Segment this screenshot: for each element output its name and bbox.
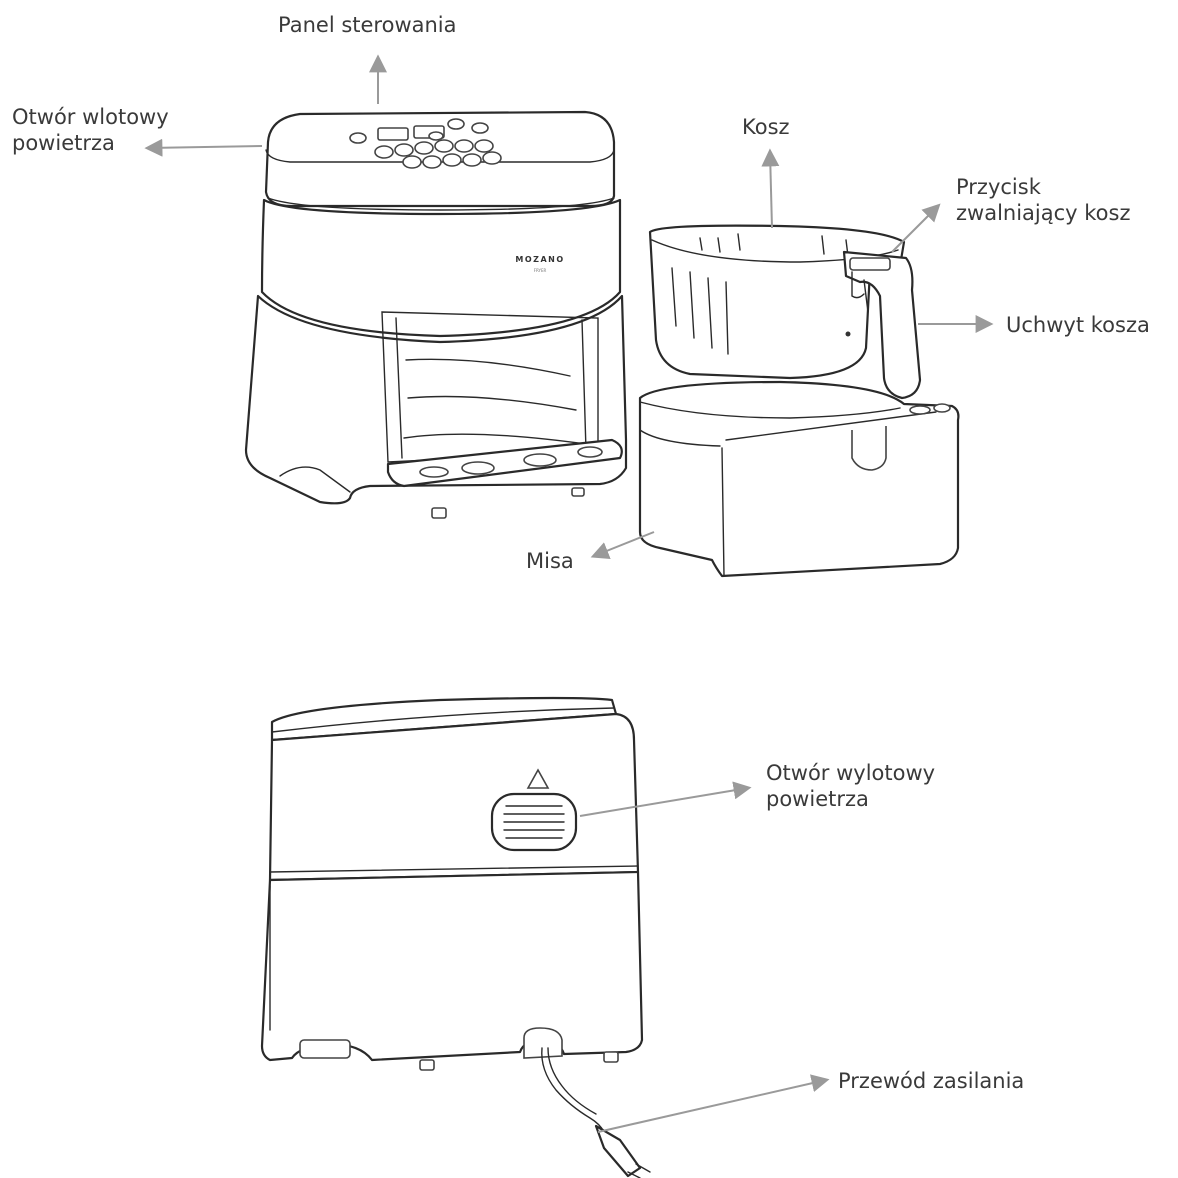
arrow-release	[891, 203, 941, 253]
bowl	[638, 380, 960, 578]
brand-logo-subtext: FRYER	[534, 268, 547, 273]
label-basket-handle: Uchwyt kosza	[1006, 313, 1150, 337]
label-bowl: Misa	[526, 549, 574, 573]
label-release-button-line1: Przycisk	[956, 175, 1041, 199]
fryer-body-rear	[260, 696, 644, 1071]
label-basket: Kosz	[742, 115, 790, 139]
outlet-vent	[490, 768, 578, 852]
basket	[648, 224, 906, 380]
arrow-bowl	[590, 531, 655, 560]
power-cord	[541, 1047, 651, 1178]
brand-logo: MOZANO	[515, 255, 564, 264]
control-panel-buttons	[349, 118, 502, 169]
label-air-inlet-line1: Otwór wlotowy	[12, 105, 169, 129]
label-air-outlet-line1: Otwór wylotowy	[766, 761, 936, 785]
fryer-body-front	[244, 110, 628, 519]
label-power-cord: Przewód zasilania	[838, 1069, 1025, 1093]
label-release-button-line2: zwalniający kosz	[956, 201, 1131, 225]
label-air-inlet-line2: powietrza	[12, 131, 115, 155]
arrow-outlet	[579, 781, 752, 817]
arrow-basket	[761, 148, 780, 229]
basket-handle	[842, 250, 922, 400]
label-air-outlet-line2: powietrza	[766, 787, 869, 811]
arrow-inlet	[144, 138, 263, 157]
label-control-panel: Panel sterowania	[278, 13, 457, 37]
arrow-cord	[597, 1074, 830, 1133]
